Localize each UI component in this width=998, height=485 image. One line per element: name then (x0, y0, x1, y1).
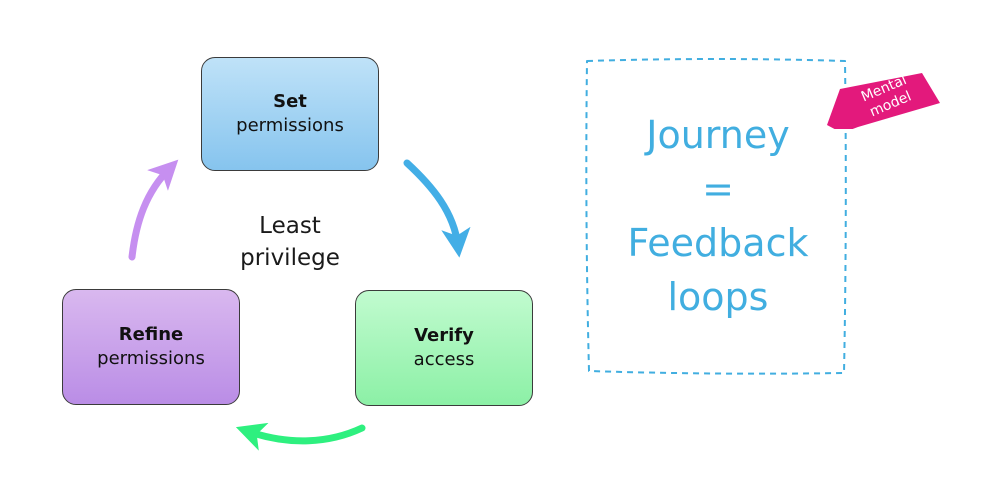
mental-model-frame (585, 58, 847, 375)
tag-shape (827, 73, 940, 129)
arrow-verify-to-refine (235, 422, 366, 451)
mental-model-line1: Journey (646, 113, 790, 157)
node-refine-title: Refine (118, 324, 184, 345)
node-verify-subtitle: access (413, 349, 475, 370)
node-refine-permissions: Refine permissions (62, 289, 240, 405)
node-verify-access: Verify access (355, 290, 533, 406)
arrow-set-to-verify (403, 159, 471, 258)
mental-model-line3: Feedback (627, 221, 809, 265)
mental-model-line4: loops (667, 275, 769, 319)
mental-model-text: Journey = Feedback loops (588, 108, 848, 324)
center-label-line2: privilege (240, 245, 340, 271)
node-verify-title: Verify (414, 325, 474, 346)
node-set-permissions: Set permissions (201, 57, 379, 171)
center-label-line1: Least (259, 213, 321, 239)
arrow-refine-to-set (128, 159, 179, 261)
cycle-center-label: Least privilege (200, 210, 380, 274)
node-set-subtitle: permissions (236, 115, 344, 136)
mental-model-tag (827, 73, 940, 129)
node-refine-subtitle: permissions (97, 348, 205, 369)
mental-model-line2: = (702, 167, 734, 211)
node-set-title: Set (273, 91, 307, 112)
